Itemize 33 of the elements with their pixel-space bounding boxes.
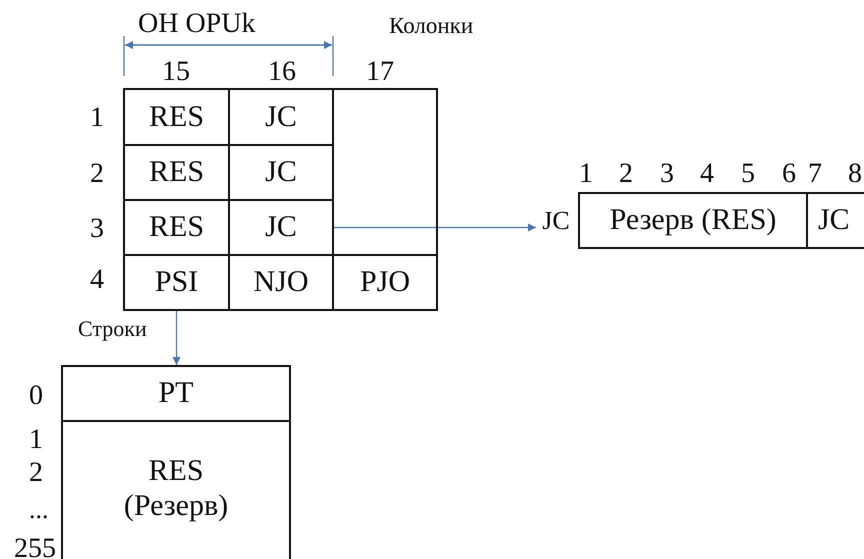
table-cell: PT bbox=[61, 365, 291, 422]
index-number: 16 bbox=[268, 58, 296, 86]
table-cell: JC bbox=[806, 192, 864, 249]
index-number: 7 bbox=[808, 160, 822, 188]
table-cell: Резерв (RES) bbox=[578, 192, 808, 249]
index-number: 3 bbox=[660, 160, 674, 188]
table-cell: RES bbox=[123, 88, 230, 146]
axis-caption: Строки bbox=[78, 318, 147, 340]
index-number: 0 bbox=[29, 382, 43, 410]
byte-label: JC bbox=[536, 200, 576, 242]
table-cell: RES (Резерв) bbox=[61, 420, 291, 559]
index-number: ... bbox=[29, 497, 48, 523]
index-number: 6 bbox=[782, 160, 796, 188]
table-cell: PSI bbox=[123, 254, 230, 311]
arrow bbox=[172, 311, 180, 365]
index-number: 1 bbox=[579, 160, 593, 188]
index-number: 3 bbox=[90, 215, 104, 243]
index-number: 5 bbox=[741, 160, 755, 188]
index-number: 255 bbox=[14, 535, 56, 559]
index-number: 1 bbox=[29, 426, 43, 454]
dimension-label: OH OPUk bbox=[138, 10, 256, 38]
axis-caption: Колонки bbox=[389, 14, 474, 37]
index-number: 4 bbox=[90, 266, 104, 294]
index-number: 2 bbox=[90, 160, 104, 188]
index-number: 2 bbox=[29, 459, 43, 487]
index-number: 4 bbox=[700, 160, 714, 188]
index-number: 17 bbox=[366, 58, 394, 86]
index-number: 2 bbox=[619, 160, 633, 188]
index-number: 8 bbox=[848, 160, 862, 188]
index-number: 15 bbox=[162, 58, 190, 86]
arrow bbox=[334, 224, 536, 232]
table-cell: PJO bbox=[332, 254, 438, 311]
index-number: 1 bbox=[90, 104, 104, 132]
